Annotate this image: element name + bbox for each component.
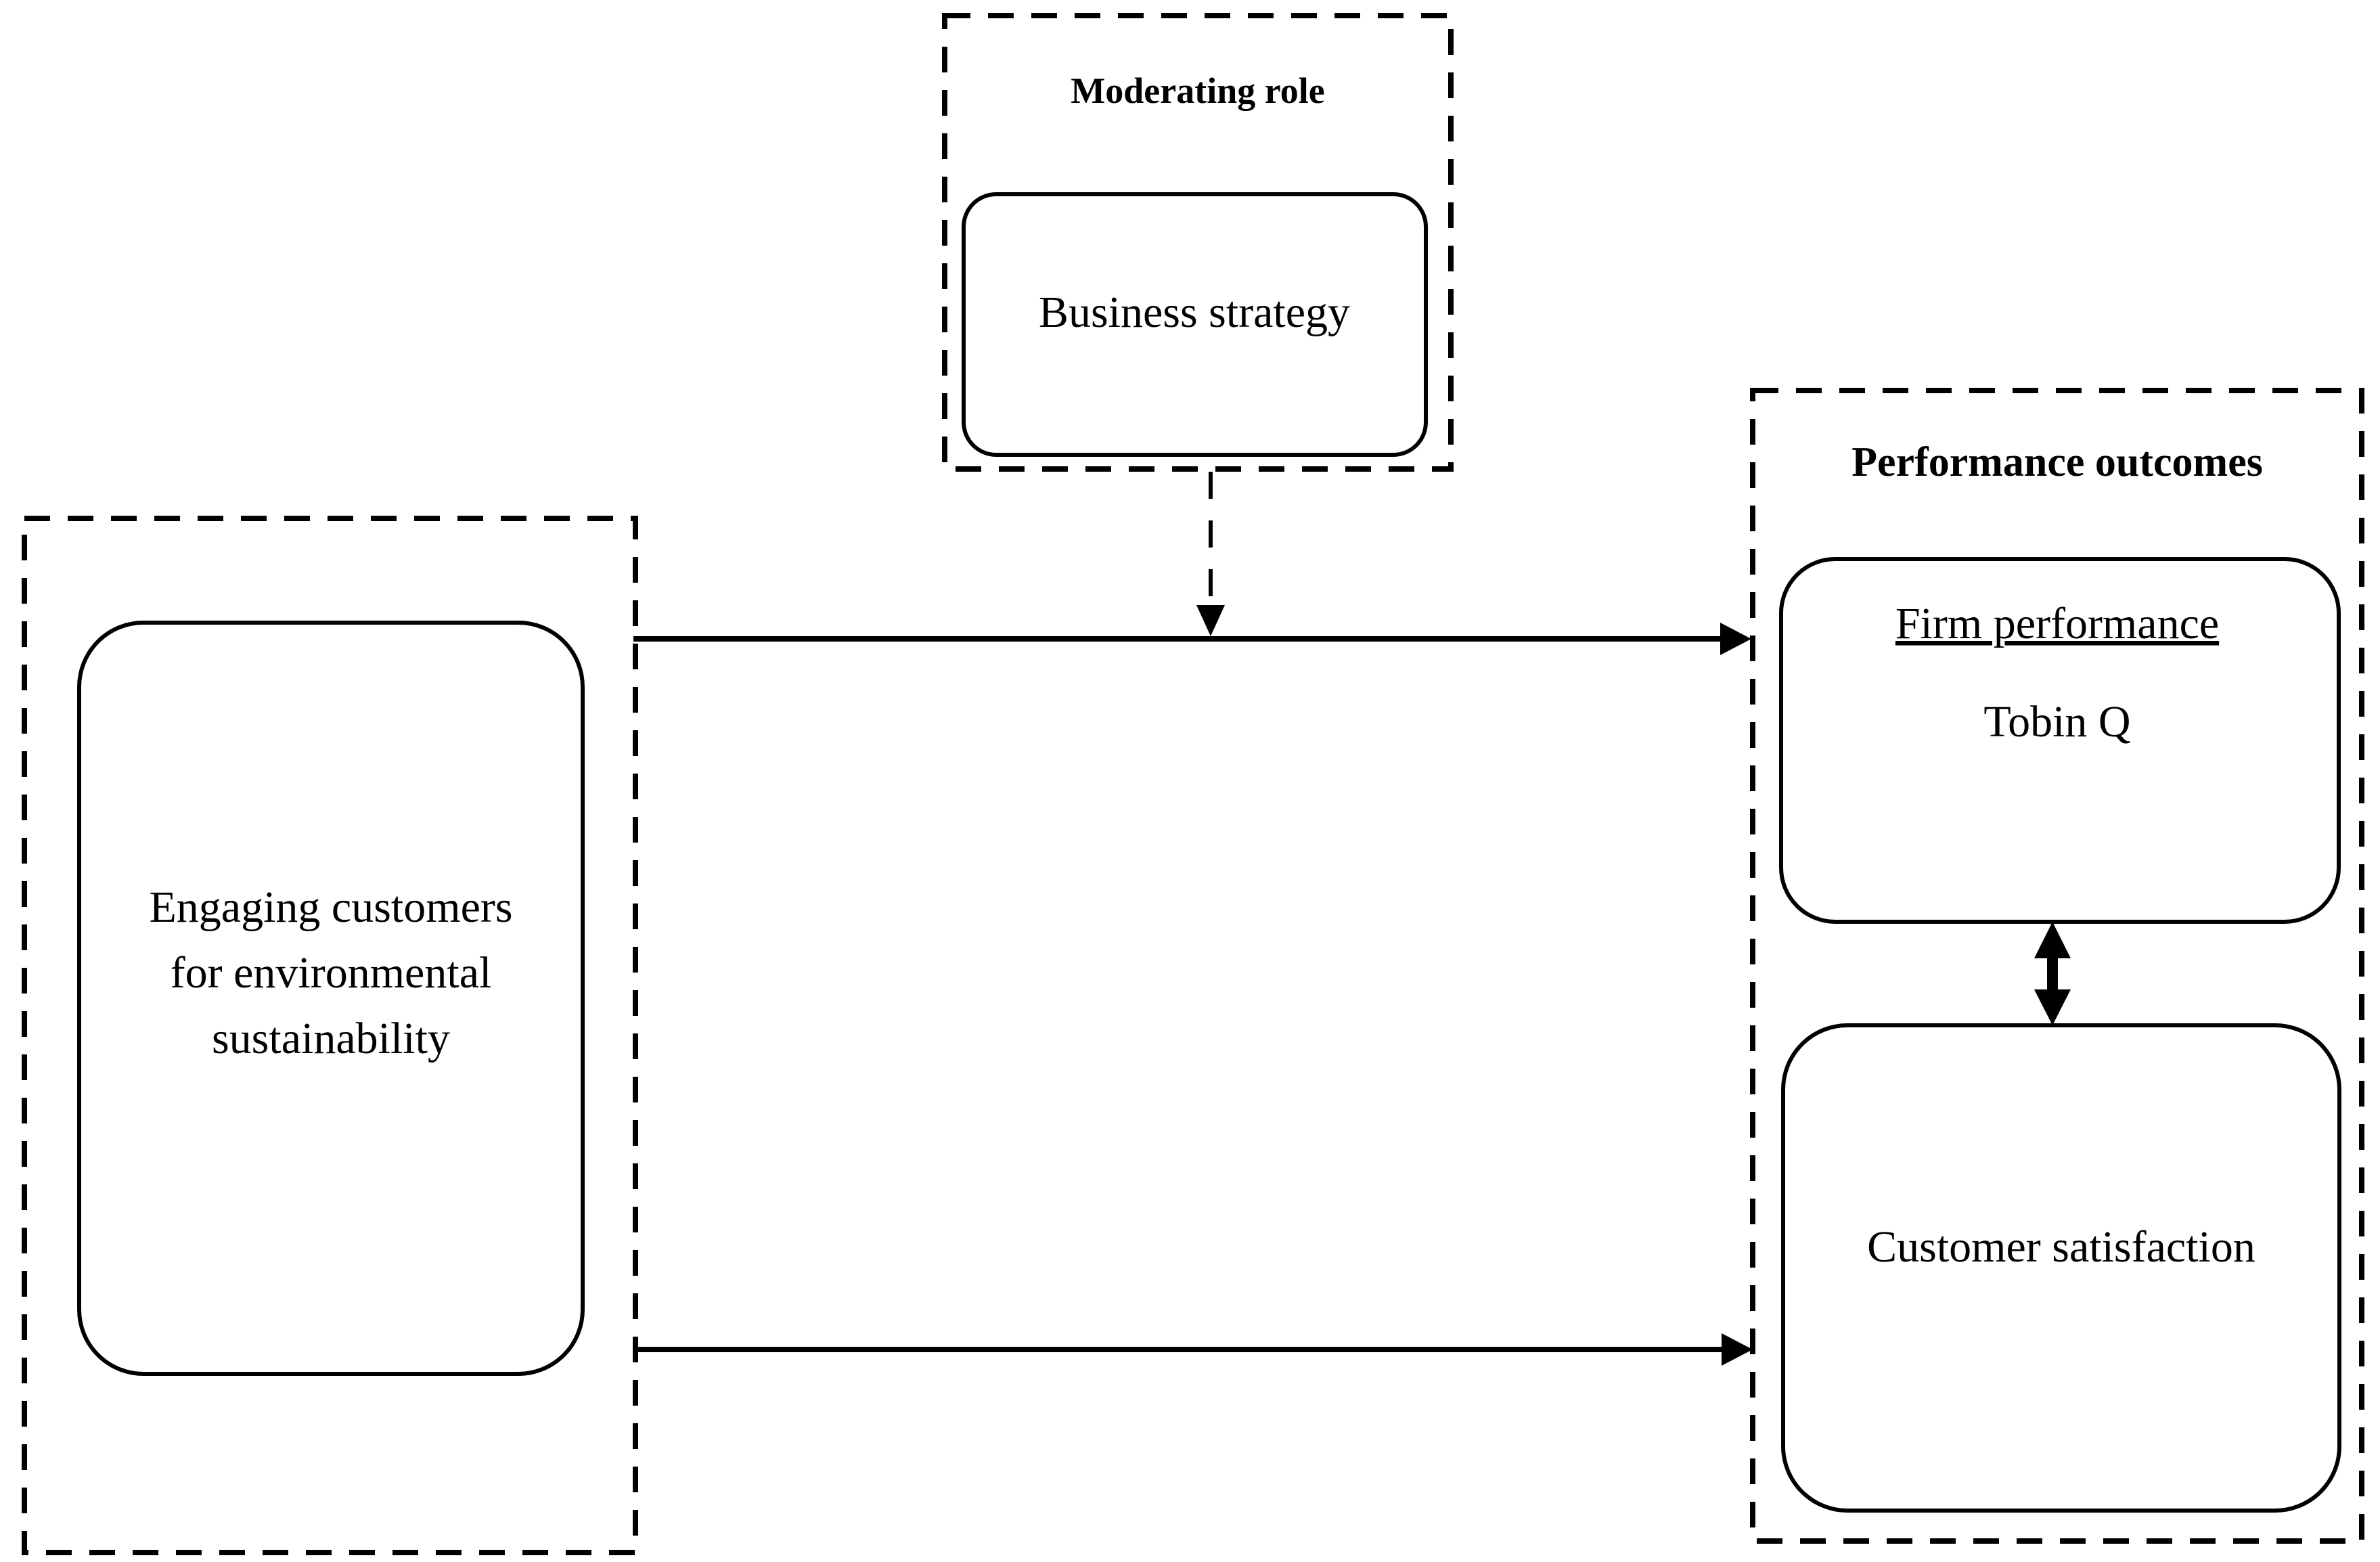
moderation-arrow-head (1196, 605, 1225, 636)
customer-satisfaction-label: Customer satisfaction (1867, 1222, 2255, 1272)
outcomes-panel-title: Performance outcomes (1851, 439, 2263, 485)
antecedent-panel: Engaging customers for environmental sus… (22, 516, 638, 1555)
moderator-panel: Moderating role Business strategy (942, 13, 1454, 472)
engaging-customers-box (77, 621, 585, 1376)
arrow-to-firm-performance-head (1720, 623, 1751, 655)
arrow-to-firm-performance (633, 623, 1751, 655)
outcomes-panel: Performance outcomes Firm performance To… (1750, 388, 2364, 1544)
moderator-panel-border (942, 13, 1454, 472)
engaging-customers-label-line3: sustainability (212, 1014, 450, 1063)
business-strategy-box (962, 192, 1428, 457)
firm-performance-heading: Firm performance (1895, 599, 2219, 648)
customer-satisfaction-box (1781, 1023, 2341, 1513)
arrow-to-customer-satisfaction-head (1722, 1333, 1753, 1366)
engaging-customers-label-line1: Engaging customers (149, 883, 512, 932)
moderation-arrow (1196, 472, 1225, 636)
moderator-panel-title: Moderating role (1071, 70, 1324, 111)
engaging-customers-label-line2: for environmental (171, 948, 492, 998)
tobin-q-label: Tobin Q (1983, 697, 2130, 746)
arrow-to-customer-satisfaction (633, 1333, 1753, 1366)
double-headed-arrow (2034, 922, 2071, 1025)
outcomes-panel-border (1750, 388, 2364, 1544)
antecedent-panel-border (22, 516, 638, 1555)
business-strategy-label: Business strategy (1039, 288, 1350, 337)
firm-performance-box (1779, 557, 2341, 924)
